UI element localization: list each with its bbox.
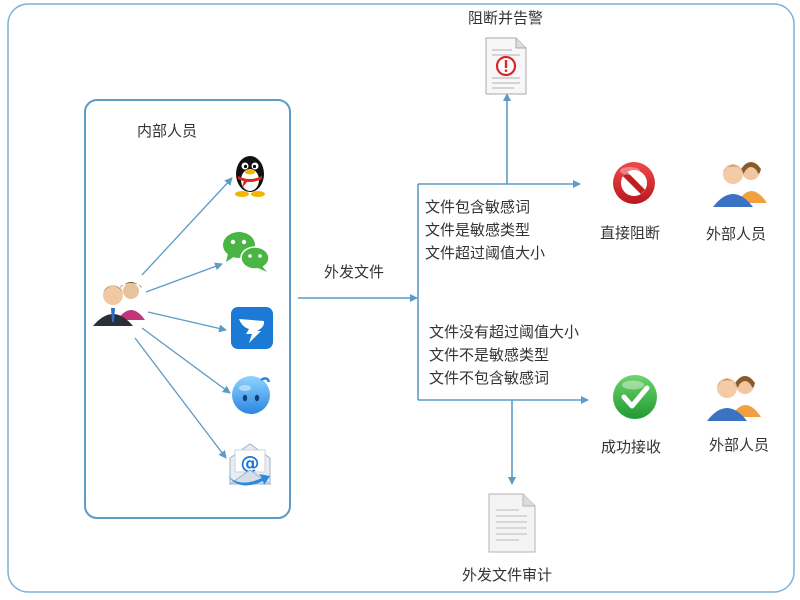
outer-frame [7,3,795,593]
decision-bracket [417,93,589,485]
audit-label: 外发文件审计 [462,566,553,584]
internal-staff-title: 内部人员 [137,122,198,140]
block-icon [613,162,655,204]
pass-rules: 文件没有超过阈值大小 文件不是敏感类型 文件不包含敏感词 [429,321,579,390]
alert-document-icon [485,37,527,95]
flow-label: 外发文件 [324,263,385,281]
internal-users-icon [93,282,145,326]
internal-staff-box [84,99,291,519]
dingtalk-icon [231,307,273,349]
audit-document-icon [488,493,536,553]
pass-rule: 文件不包含敏感词 [429,369,550,387]
block-rule: 文件包含敏感词 [425,198,531,216]
external-staff-label-top: 外部人员 [706,225,767,243]
chat-bubble-icon [232,376,271,414]
alert-label: 阻断并告警 [468,9,544,27]
external-users-icon-bottom [707,376,761,421]
block-rules: 文件包含敏感词 文件是敏感类型 文件超过阈值大小 [425,196,545,265]
email-icon: @ [228,443,272,486]
external-users-icon-top [713,162,767,207]
success-label: 成功接收 [601,438,662,456]
check-icon [613,375,657,419]
block-rule: 文件是敏感类型 [425,221,531,239]
block-label: 直接阻断 [600,224,661,242]
qq-penguin-icon [235,156,265,197]
wechat-icon [223,232,270,272]
svg-text:@: @ [241,452,260,474]
pass-rule: 文件不是敏感类型 [429,346,550,364]
external-staff-label-bottom: 外部人员 [709,436,770,454]
block-rule: 文件超过阈值大小 [425,244,546,262]
pass-rule: 文件没有超过阈值大小 [429,323,580,341]
fan-out-arrows [134,177,233,459]
